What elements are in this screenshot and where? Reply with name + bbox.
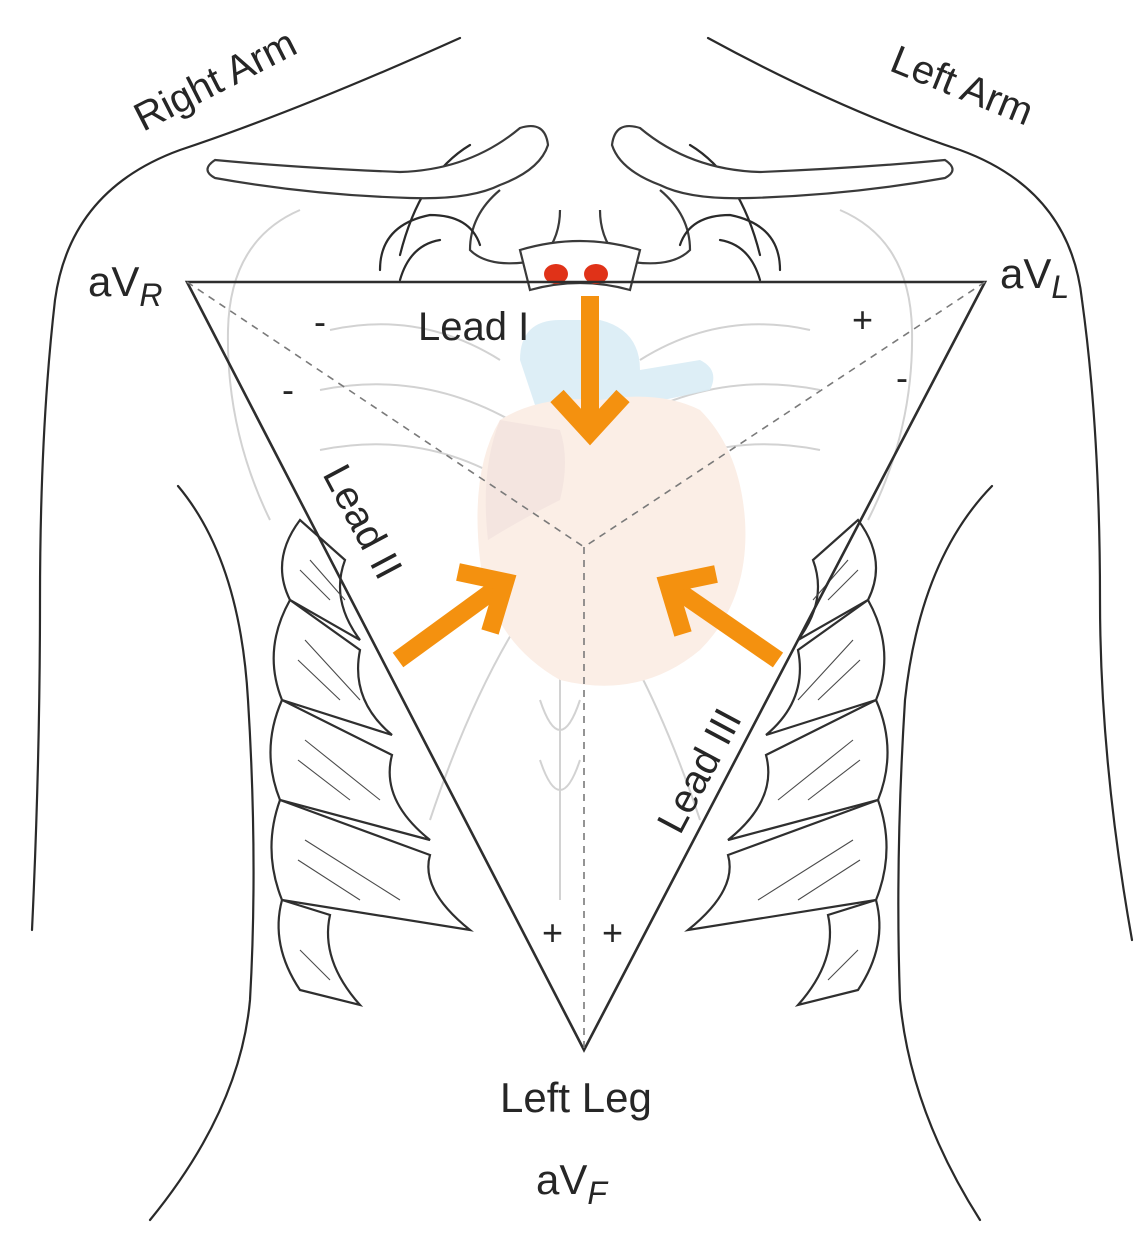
vessel-left: [544, 264, 568, 284]
arrow-lead-2: [392, 563, 517, 668]
sign-lead1-positive: +: [852, 299, 873, 340]
sign-bottom-left-positive: +: [542, 912, 563, 953]
rib-cage-right-side: [269, 518, 474, 1007]
label-right-arm: Right Arm: [127, 21, 303, 140]
clavicles: [206, 124, 954, 292]
label-left-arm: Left Arm: [885, 38, 1040, 135]
sign-lead3-negative: -: [896, 357, 908, 398]
sign-lead1-negative: -: [314, 301, 326, 342]
arrow-lead-3: [656, 565, 784, 668]
label-left-leg: Left Leg: [500, 1074, 652, 1121]
label-avr: aVR: [88, 258, 162, 313]
vessel-right: [584, 264, 608, 284]
lead-axes: [186, 281, 986, 1050]
aorta: [520, 320, 714, 420]
einthoven-triangle: [184, 280, 988, 1053]
arrow-lead-1: [550, 296, 630, 446]
sign-bottom-right-positive: +: [602, 912, 623, 953]
rib-cage-left-side: [684, 518, 889, 1007]
label-lead-1: Lead I: [418, 305, 529, 349]
vector-arrows: [392, 296, 784, 668]
label-avl: aVL: [1000, 250, 1069, 305]
sign-lead2-negative: -: [282, 369, 294, 410]
label-avf: aVF: [536, 1156, 609, 1211]
